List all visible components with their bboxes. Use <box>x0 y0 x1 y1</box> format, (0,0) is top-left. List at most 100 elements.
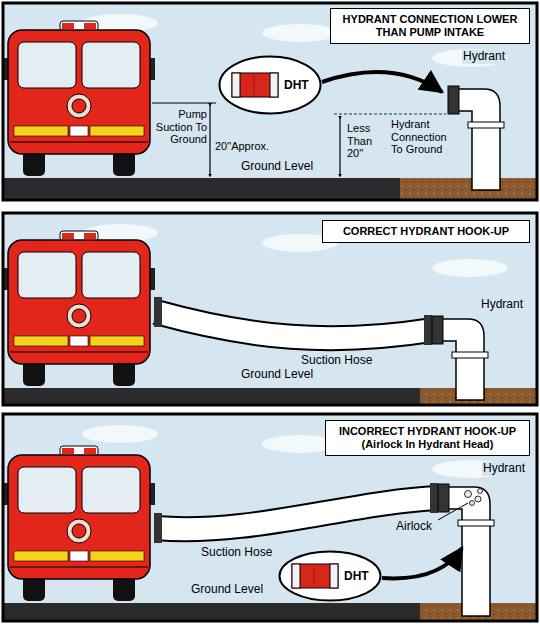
dimension-arrow <box>209 105 210 176</box>
fitting-line <box>254 75 255 95</box>
hydrant-flange <box>458 520 494 526</box>
callout-label: DHT <box>284 78 309 92</box>
hydrant-coupling <box>438 484 449 512</box>
label: Hydrant <box>482 462 526 476</box>
emblem <box>67 94 91 118</box>
suction-hose <box>156 312 432 338</box>
cloud <box>432 259 508 277</box>
panel-border <box>3 414 537 621</box>
label: Hydrant <box>480 298 524 312</box>
callout-outline <box>220 57 321 114</box>
road <box>3 178 400 200</box>
dimension-arrow <box>339 118 340 176</box>
bumper-line <box>10 567 148 568</box>
label: Ground Level <box>240 160 314 174</box>
cloud <box>432 49 508 67</box>
panel-1 <box>3 213 537 405</box>
fitting-line <box>314 566 315 586</box>
leader-line <box>438 503 468 520</box>
fitting <box>292 564 338 588</box>
reflector-strip <box>90 551 144 561</box>
truck-cab <box>8 455 150 579</box>
hose-coupling <box>424 315 432 345</box>
label: Less Than 20" <box>346 122 388 160</box>
hydrant-body <box>442 319 484 400</box>
panel-0 <box>3 3 537 200</box>
hose-outline <box>156 312 432 338</box>
warning-light <box>62 23 74 29</box>
reflector-strip <box>70 551 88 561</box>
label: Suction Hose <box>300 354 373 368</box>
heading-text: HYDRANT CONNECTION LOWER THAN PUMP INTAK… <box>337 13 523 39</box>
hydrant-body <box>448 487 490 616</box>
reflector-strip <box>14 336 68 346</box>
label: 20"Approx. <box>214 140 270 153</box>
warning-light <box>84 233 96 239</box>
label: Ground Level <box>190 583 264 597</box>
label: Ground Level <box>240 368 314 382</box>
road <box>3 388 420 405</box>
air-bubble <box>465 491 472 498</box>
reflector-strip <box>14 126 68 136</box>
windshield <box>82 252 140 298</box>
heading-box: INCORRECT HYDRANT HOOK-UP(Airlock In Hyd… <box>325 420 530 456</box>
heading-box: CORRECT HYDRANT HOOK-UP <box>322 220 530 243</box>
sky <box>3 3 537 200</box>
callout-outline <box>280 552 381 601</box>
label: Hydrant Connection To Ground <box>390 118 454 156</box>
warning-light <box>62 448 74 454</box>
hydrant-flange <box>468 122 504 128</box>
callout-ellipse: DHT <box>278 550 382 602</box>
road <box>3 603 420 621</box>
windshield <box>82 42 140 88</box>
dimension-tick <box>152 103 216 104</box>
fitting <box>232 73 278 97</box>
dirt <box>400 178 537 200</box>
reflector-strip <box>70 126 88 136</box>
reflector-strip <box>90 336 144 346</box>
callout-ellipse: DHT <box>218 55 322 115</box>
fitting-band <box>232 73 240 97</box>
emblem <box>67 304 91 328</box>
truck-cab <box>8 30 150 154</box>
emblem <box>72 99 86 113</box>
windshield <box>18 42 76 88</box>
windshield <box>18 467 76 513</box>
cloud <box>262 24 338 42</box>
callout-label: DHT <box>344 569 369 583</box>
fitting-band <box>270 73 278 97</box>
warning-light <box>84 23 96 29</box>
emblem <box>72 524 86 538</box>
emblem <box>72 309 86 323</box>
air-bubble <box>478 489 483 494</box>
reflector-strip <box>90 126 144 136</box>
warning-light <box>62 233 74 239</box>
reflector-strip <box>14 551 68 561</box>
heading-text: CORRECT HYDRANT HOOK-UP <box>329 225 523 238</box>
fitting-band <box>330 564 338 588</box>
hydrant-flange <box>452 352 488 358</box>
label: Suction Hose <box>200 546 273 560</box>
heading-box: HYDRANT CONNECTION LOWER THAN PUMP INTAK… <box>330 8 530 44</box>
callout-arrow <box>322 72 442 92</box>
dimension-tick <box>334 114 446 115</box>
air-bubble <box>470 501 475 506</box>
cloud <box>82 425 158 443</box>
panel-border <box>3 3 537 200</box>
air-bubble <box>475 496 481 502</box>
hydrant-body <box>458 89 500 190</box>
heading-text: (Airlock In Hydrant Head) <box>332 438 523 451</box>
panel-border <box>3 213 537 405</box>
fitting-band <box>292 564 300 588</box>
bumper-line <box>10 142 148 143</box>
label: Pump Suction To Ground <box>154 108 208 146</box>
windshield <box>18 252 76 298</box>
truck-cab <box>8 240 150 364</box>
sky <box>3 213 537 405</box>
hose-coupling <box>154 297 162 327</box>
hose-coupling <box>154 513 162 543</box>
callout-arrow <box>382 548 462 578</box>
label: Airlock <box>395 520 433 534</box>
reflector-strip <box>70 336 88 346</box>
emblem <box>67 519 91 543</box>
